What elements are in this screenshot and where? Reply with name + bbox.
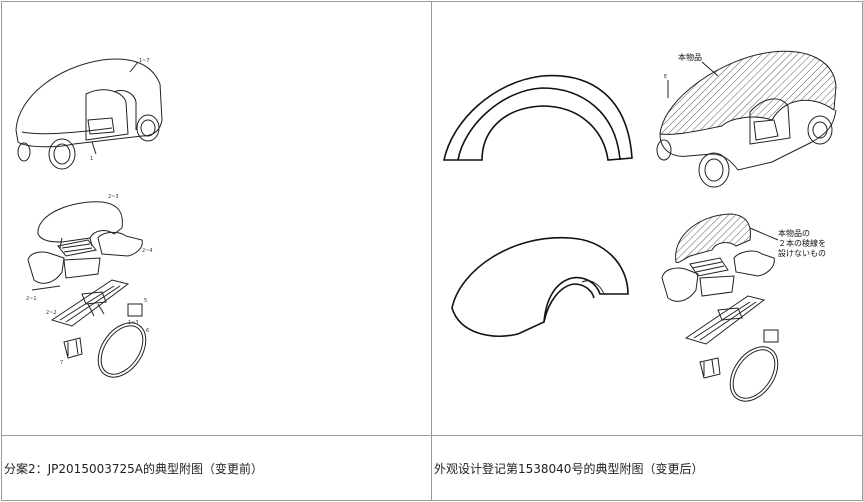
label-note-line-2: ２本の稜線を [778,238,826,248]
label-2-3: 2~3 [108,194,119,200]
label-e: E [664,74,667,80]
left-caption: 分案2：JP2015003725A的典型附图（变更前） [4,461,263,476]
label-2-2: 2~2 [46,310,57,316]
label-2-1: 2~1 [26,296,37,302]
label-note-line-1: 本物品の [778,228,810,238]
left-caption-cell: 分案2：JP2015003725A的典型附图（变更前） [1,434,432,502]
label-1-3: 1~3 [128,320,139,326]
label-7: 7 [60,360,63,366]
label-1-7: 1~7 [139,58,150,64]
right-caption-cell: 外观设计登记第1538040号的典型附图（变更后） [431,434,863,502]
arch-part-perspective-view [451,236,629,337]
label-honbutsu: 本物品 [678,52,702,62]
label-note-line-3: 設けないもの [778,248,826,258]
label-1: 1 [90,156,93,162]
vehicle-drawing: 1~7 1 [15,58,163,170]
arch-part-front-view [443,74,633,161]
hatched-vehicle-drawing: 本物品 E [656,50,837,188]
hatched-exploded-parts-drawing: 本物品の ２本の稜線を 設けないもの [661,213,826,402]
exploded-parts-drawing: 2~3 2~4 2~1 2~2 1~3 5 6 7 [26,194,153,378]
right-figure-cell: 本物品 E [431,1,863,436]
label-6: 6 [146,328,149,334]
right-caption: 外观设计登记第1538040号的典型附图（变更后） [434,461,704,476]
left-patent-drawing: 1~7 1 [15,58,163,378]
left-figure-cell: 1~7 1 [1,1,432,436]
label-5: 5 [144,298,147,304]
label-2-4: 2~4 [142,248,153,254]
right-design-drawing: 本物品 E [443,50,837,402]
